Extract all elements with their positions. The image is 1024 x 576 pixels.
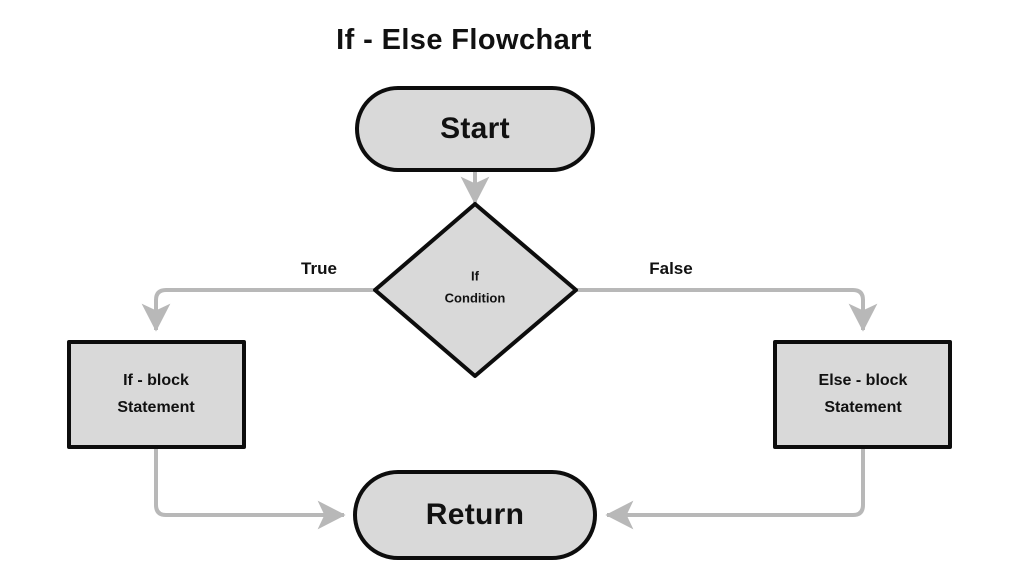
- edge-ifblock-to-return: [154, 449, 346, 530]
- node-start-shape: [355, 86, 595, 172]
- edge-elseblock-to-return: [605, 449, 865, 530]
- node-elseblock-shape: [773, 340, 952, 449]
- node-elseblock-label-line2: Statement: [824, 399, 902, 416]
- node-condition-shape: [373, 202, 578, 378]
- node-condition-label-line2: Condition: [445, 290, 506, 305]
- node-ifblock[interactable]: If - block Statement: [67, 340, 246, 449]
- node-return-label: Return: [426, 498, 524, 531]
- node-start[interactable]: Start: [355, 86, 595, 172]
- edge-label-true: True: [301, 259, 337, 278]
- node-ifblock-label-line1: If - block: [123, 372, 189, 389]
- connectors-layer: [141, 172, 878, 530]
- edge-condition-to-elseblock: [576, 288, 878, 332]
- edge-label-false: False: [649, 259, 692, 278]
- node-ifblock-label-line2: Statement: [117, 399, 195, 416]
- node-ifblock-shape: [67, 340, 246, 449]
- edge-condition-to-ifblock: [141, 288, 375, 332]
- node-condition[interactable]: If Condition: [373, 202, 578, 378]
- node-return-shape: [353, 470, 597, 560]
- node-elseblock-label-line1: Else - block: [819, 372, 908, 389]
- node-condition-label-line1: If: [471, 268, 480, 283]
- diagram-title: If - Else Flowchart: [336, 24, 592, 56]
- node-return[interactable]: Return: [353, 470, 597, 560]
- node-elseblock[interactable]: Else - block Statement: [773, 340, 952, 449]
- node-start-label: Start: [440, 112, 510, 145]
